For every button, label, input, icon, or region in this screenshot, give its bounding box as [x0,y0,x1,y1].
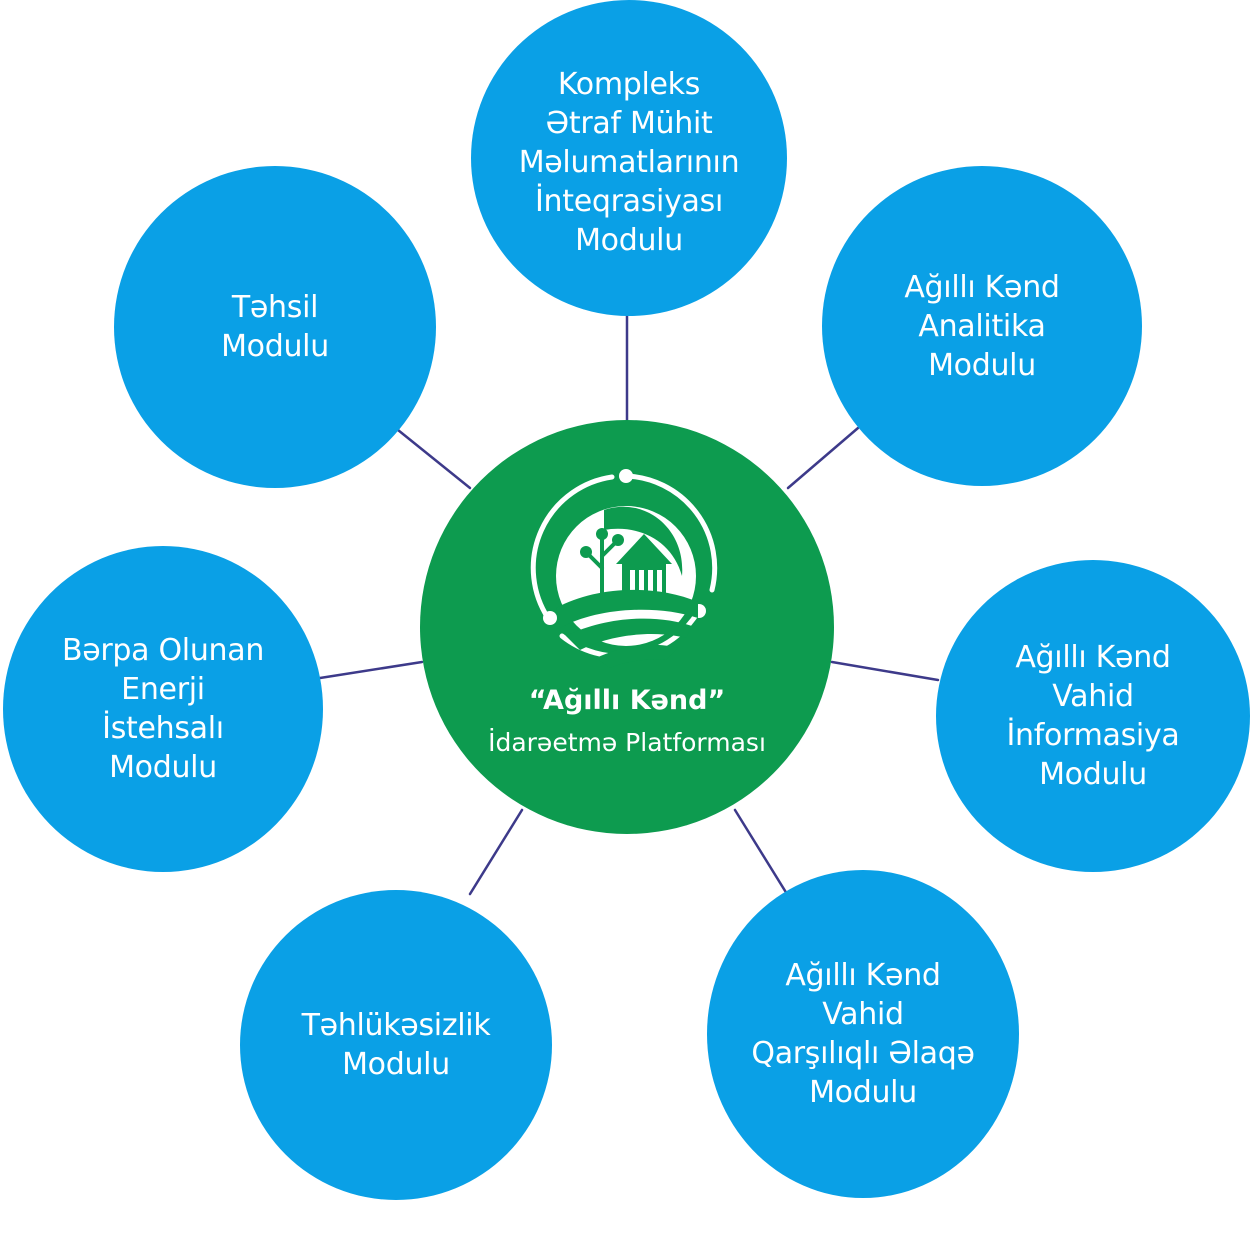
module-smart-village-unified-information[interactable]: Ağıllı Kənd Vahid İnformasiya Modulu [936,560,1250,872]
smart-village-logo-icon [530,469,718,668]
hub-title: “Ağıllı Kənd” [528,685,726,716]
connector-line-3 [830,660,940,682]
module-label: Təhsil Modulu [221,290,329,364]
connector-line-6 [318,660,424,680]
module-security[interactable]: Təhlükəsizlik Modulu [240,890,552,1200]
hub-subtitle: İdarəetmə Platforması [488,728,766,757]
module-label: Bərpa Olunan Enerji İstehsalı Modulu [61,633,265,785]
module-environmental-data-integration[interactable]: Kompleks Ətraf Mühit Məlumatlarının İnte… [471,0,787,316]
module-label: Təhlükəsizlik Modulu [301,1008,491,1082]
module-smart-village-unified-interaction[interactable]: Ağıllı Kənd Vahid Qarşılıqlı Əlaqə Modul… [707,870,1019,1198]
platform-hub[interactable]: “Ağıllı Kənd” İdarəetmə Platforması [420,420,834,834]
module-label: Ağıllı Kənd Vahid Qarşılıqlı Əlaqə Modul… [751,958,975,1110]
connector-line-2 [786,426,860,490]
module-smart-village-analytics[interactable]: Ağıllı Kənd Analitika Modulu [822,166,1142,486]
connector-line-5 [468,808,524,896]
module-education[interactable]: Təhsil Modulu [114,166,436,488]
module-label: Ağıllı Kənd Vahid İnformasiya Modulu [1006,640,1180,792]
connector-line-7 [396,428,472,490]
module-label: Ağıllı Kənd Analitika Modulu [904,269,1060,383]
connector-line-4 [733,808,789,896]
module-renewable-energy-production[interactable]: Bərpa Olunan Enerji İstehsalı Modulu [3,546,323,872]
module-label: Kompleks Ətraf Mühit Məlumatlarının İnte… [518,66,740,258]
